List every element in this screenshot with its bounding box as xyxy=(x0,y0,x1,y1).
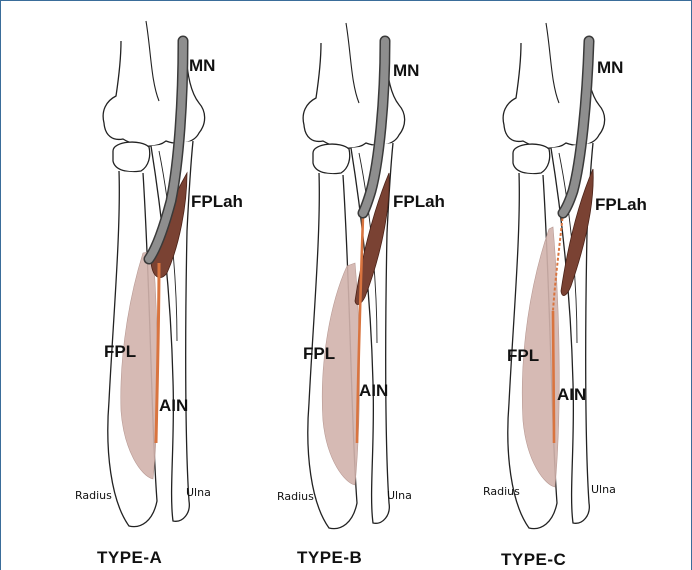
fpl-label: FPL xyxy=(507,346,539,365)
radius-label: Radius xyxy=(277,490,314,503)
ulna-label: Ulna xyxy=(186,486,211,499)
mn-label: MN xyxy=(597,58,623,77)
panel-type-b xyxy=(303,23,404,529)
fpl-label: FPL xyxy=(303,344,335,363)
mn-label: MN xyxy=(189,56,215,75)
panel-type-a xyxy=(103,21,204,527)
fplah-label: FPLah xyxy=(595,195,647,214)
type-label: TYPE-B xyxy=(297,548,362,567)
panel-type-c xyxy=(503,23,604,529)
ain-label: AIN xyxy=(159,396,188,415)
fplah-label: FPLah xyxy=(393,192,445,211)
ain-label: AIN xyxy=(557,385,586,404)
type-label: TYPE-C xyxy=(501,550,566,569)
fplah-label: FPLah xyxy=(191,192,243,211)
type-label: TYPE-A xyxy=(97,548,162,567)
mn-label: MN xyxy=(393,61,419,80)
ain-nerve xyxy=(156,263,159,443)
ain-nerve xyxy=(553,311,554,443)
fpl-label: FPL xyxy=(104,342,136,361)
ulna-label: Ulna xyxy=(387,489,412,502)
radius-label: Radius xyxy=(483,485,520,498)
ulna-label: Ulna xyxy=(591,483,616,496)
radius-label: Radius xyxy=(75,489,112,502)
ain-label: AIN xyxy=(359,381,388,400)
